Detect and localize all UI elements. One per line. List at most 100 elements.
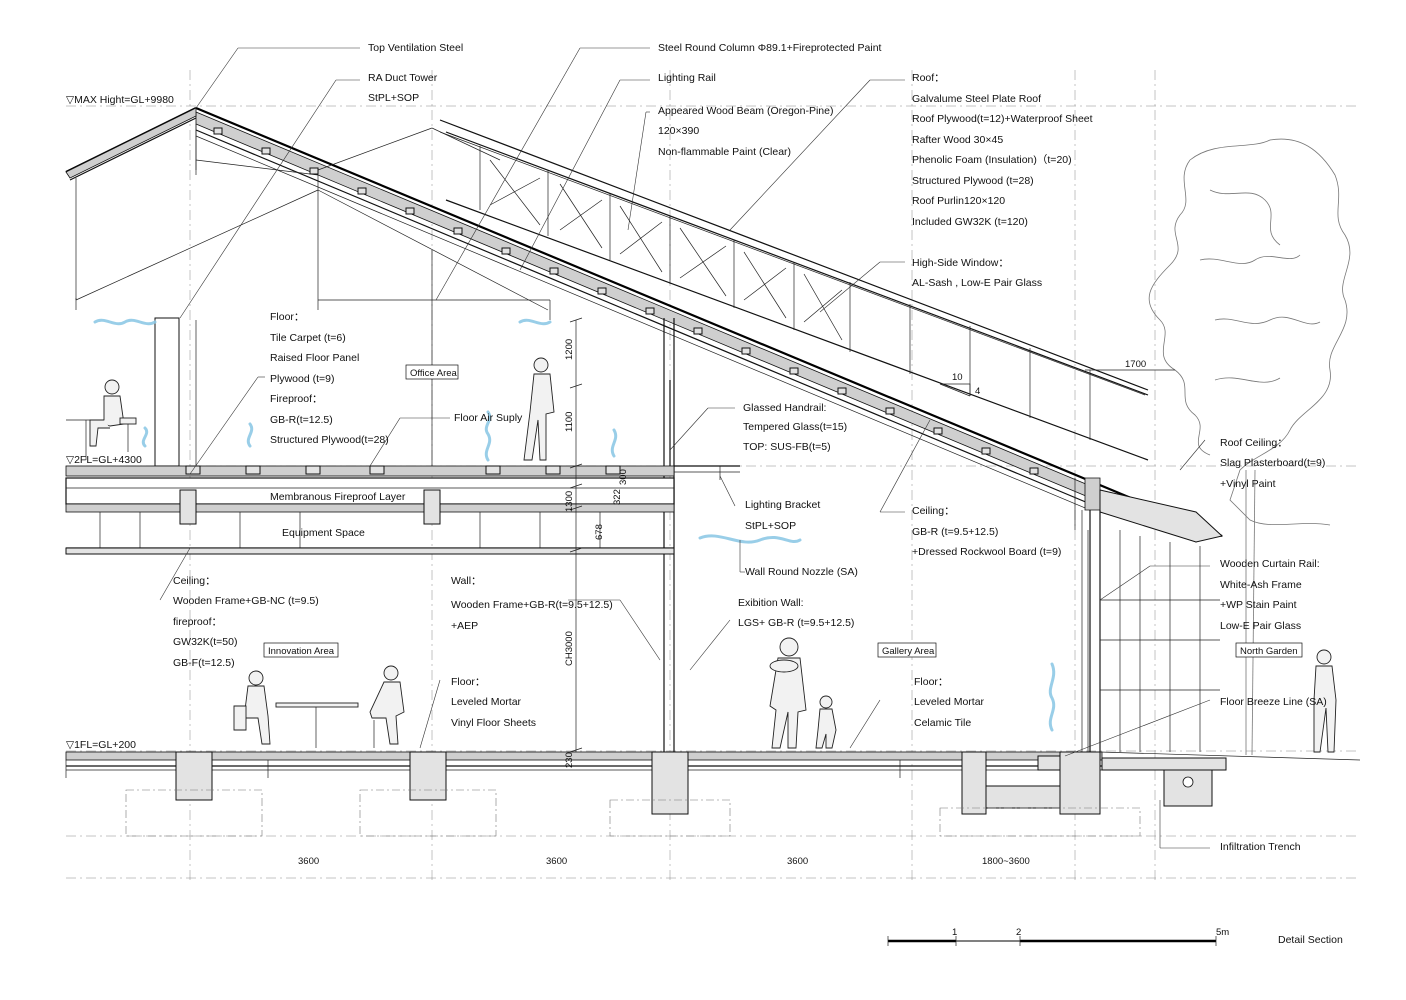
span-1: 3600 <box>298 856 319 867</box>
label-floor-breeze: Floor Breeze Line (SA) <box>1220 696 1327 708</box>
span-2: 3600 <box>546 856 567 867</box>
ceiling-right-spec: Ceiling： GB-R (t=9.5+12.5) +Dressed Rock… <box>912 505 1061 558</box>
dim-678: 678 <box>594 524 605 540</box>
svg-text:Celamic Tile: Celamic Tile <box>914 717 971 729</box>
label-equipment-space: Equipment Space <box>282 527 365 539</box>
label-ra-duct: RA Duct Tower <box>368 72 438 84</box>
svg-text:Galvalume Steel Plate Roof: Galvalume Steel Plate Roof <box>912 93 1041 105</box>
label-top-ventilation: Top Ventilation Steel <box>368 42 463 54</box>
dim-1200: 1200 <box>564 339 575 360</box>
person-child-gallery <box>815 695 837 749</box>
svg-text:Vinyl Floor Sheets: Vinyl Floor Sheets <box>451 717 536 729</box>
svg-text:TOP: SUS-FB(t=5): TOP: SUS-FB(t=5) <box>743 441 831 453</box>
svg-text:Wooden Curtain Rail:: Wooden Curtain Rail: <box>1220 558 1320 570</box>
svg-text:+WP Stain Paint: +WP Stain Paint <box>1220 599 1297 611</box>
svg-text:Floor：: Floor： <box>451 676 485 688</box>
person-walking-2f <box>523 357 555 461</box>
dim-300: 300 <box>618 469 629 485</box>
roof-purlins <box>213 127 1039 475</box>
label-wood-beam-paint: Non-flammable Paint (Clear) <box>658 146 791 158</box>
ground-floor <box>65 751 1361 837</box>
svg-text:Low-E Pair Glass: Low-E Pair Glass <box>1220 620 1301 632</box>
label-steel-column: Steel Round Column Φ89.1+Fireprotected P… <box>658 42 882 54</box>
level-1fl: ▽1FL=GL+200 <box>66 739 136 751</box>
level-2fl: ▽2FL=GL+4300 <box>66 454 142 466</box>
annotations: Top Ventilation Steel RA Duct Tower StPL… <box>173 42 1327 853</box>
label-membranous-layer: Membranous Fireproof Layer <box>270 491 406 503</box>
svg-text:Wooden Frame+GB-NC (t=9.5): Wooden Frame+GB-NC (t=9.5) <box>173 595 319 607</box>
svg-text:Wooden Frame+GB-R(t=9.5+12.5): Wooden Frame+GB-R(t=9.5+12.5) <box>451 599 613 611</box>
tree-silhouette <box>1148 138 1351 756</box>
svg-text:AL-Sash , Low-E Pair Glass: AL-Sash , Low-E Pair Glass <box>912 277 1042 289</box>
roof-ceiling-spec: Roof Ceiling： Slag Plasterboard(t=9) +Vi… <box>1220 437 1325 490</box>
svg-text:Leveled Mortar: Leveled Mortar <box>914 696 985 708</box>
dim-1700: 1700 <box>1125 359 1146 370</box>
second-floor-slab <box>65 380 740 555</box>
svg-text:GB-R (t=9.5+12.5): GB-R (t=9.5+12.5) <box>912 526 998 538</box>
label-floor-air-supply: Floor Air Suply <box>454 412 523 424</box>
svg-text:+Vinyl Paint: +Vinyl Paint <box>1220 478 1276 490</box>
high-side-window <box>445 131 1149 461</box>
svg-text:LGS+ GB-R (t=9.5+12.5): LGS+ GB-R (t=9.5+12.5) <box>738 617 854 629</box>
dim-322: 322 <box>612 489 623 505</box>
person-adult-gallery <box>769 637 807 749</box>
scale-bar: 1 2 5m <box>887 927 1229 946</box>
label-wood-beam-size: 120×390 <box>658 125 699 137</box>
curtain-wall <box>1081 510 1220 752</box>
svg-text:Leveled Mortar: Leveled Mortar <box>451 696 522 708</box>
ceiling-left-spec: Ceiling： Wooden Frame+GB-NC (t=9.5) fire… <box>173 575 319 669</box>
dim-1300: 1300 <box>564 491 575 512</box>
roof-structure <box>65 106 1224 543</box>
slope-run: 10 <box>952 372 963 383</box>
svg-text:Rafter Wood 30×45: Rafter Wood 30×45 <box>912 134 1003 146</box>
svg-text:Roof Ceiling：: Roof Ceiling： <box>1220 437 1288 449</box>
high-side-window-spec: High-Side Window： AL-Sash , Low-E Pair G… <box>912 257 1042 289</box>
level-max: ▽MAX Hight=GL+9980 <box>66 94 174 106</box>
glassed-handrail-spec: Glassed Handrail: Tempered Glass(t=15) T… <box>743 402 847 453</box>
roof-spec: Roof： Galvalume Steel Plate Roof Roof Pl… <box>912 72 1093 228</box>
svg-text:GB-F(t=12.5): GB-F(t=12.5) <box>173 657 235 669</box>
svg-text:Roof Plywood(t=12)+Waterproof: Roof Plywood(t=12)+Waterproof Sheet <box>912 113 1093 125</box>
label-wood-beam: Appeared Wood Beam (Oregon-Pine) <box>658 105 834 117</box>
label-innovation-area: Innovation Area <box>268 646 335 657</box>
svg-text:Structured Plywood(t=28): Structured Plywood(t=28) <box>270 434 389 446</box>
label-wall-nozzle: Wall Round Nozzle (SA) <box>745 566 858 578</box>
svg-text:Tile Carpet (t=6): Tile Carpet (t=6) <box>270 332 346 344</box>
label-north-garden: North Garden <box>1240 646 1298 657</box>
wall-spec: Wall： Wooden Frame+GB-R(t=9.5+12.5) +AEP <box>451 575 613 632</box>
person-seated-left-1f <box>233 670 271 745</box>
curtain-rail-spec: Wooden Curtain Rail: White-Ash Frame +WP… <box>1220 558 1320 632</box>
people <box>66 357 1337 753</box>
airflow-marks <box>93 318 1056 732</box>
svg-text:Wall：: Wall： <box>451 575 482 587</box>
span-4: 1800~3600 <box>982 856 1030 867</box>
floor-1f-mid-spec: Floor： Leveled Mortar Vinyl Floor Sheets <box>451 676 536 729</box>
svg-text:Raised Floor Panel: Raised Floor Panel <box>270 352 359 364</box>
label-office-area: Office Area <box>410 368 458 379</box>
svg-text:Roof Purlin120×120: Roof Purlin120×120 <box>912 195 1005 207</box>
span-3: 3600 <box>787 856 808 867</box>
exhibition-wall-spec: Exibition Wall: LGS+ GB-R (t=9.5+12.5) <box>738 597 854 629</box>
scale-mark-1: 1 <box>952 927 957 938</box>
floor-1f-right-spec: Floor： Leveled Mortar Celamic Tile <box>914 676 985 729</box>
person-seated-2f <box>66 379 137 460</box>
svg-text:High-Side Window：: High-Side Window： <box>912 257 1009 269</box>
dim-230: 230 <box>564 752 575 768</box>
svg-text:Fireproof：: Fireproof： <box>270 393 323 405</box>
svg-text:+AEP: +AEP <box>451 620 478 632</box>
dim-1100: 1100 <box>564 412 575 432</box>
label-infiltration-trench: Infiltration Trench <box>1220 841 1301 853</box>
svg-text:Structured Plywood (t=28): Structured Plywood (t=28) <box>912 175 1034 187</box>
svg-text:Included GW32K (t=120): Included GW32K (t=120) <box>912 216 1028 228</box>
svg-text:Ceiling：: Ceiling： <box>173 575 216 587</box>
leader-lines <box>159 47 1211 849</box>
dim-ch3000: CH3000 <box>564 631 575 666</box>
svg-text:Tempered Glass(t=15): Tempered Glass(t=15) <box>743 421 847 433</box>
floor-2f-spec: Floor： Tile Carpet (t=6) Raised Floor Pa… <box>270 311 389 446</box>
label-lighting-rail: Lighting Rail <box>658 72 716 84</box>
svg-text:White-Ash Frame: White-Ash Frame <box>1220 579 1302 591</box>
svg-text:Phenolic Foam (Insulation)（t=2: Phenolic Foam (Insulation)（t=20) <box>912 154 1072 166</box>
svg-text:Roof：: Roof： <box>912 72 945 84</box>
svg-text:GW32K(t=50): GW32K(t=50) <box>173 636 237 648</box>
